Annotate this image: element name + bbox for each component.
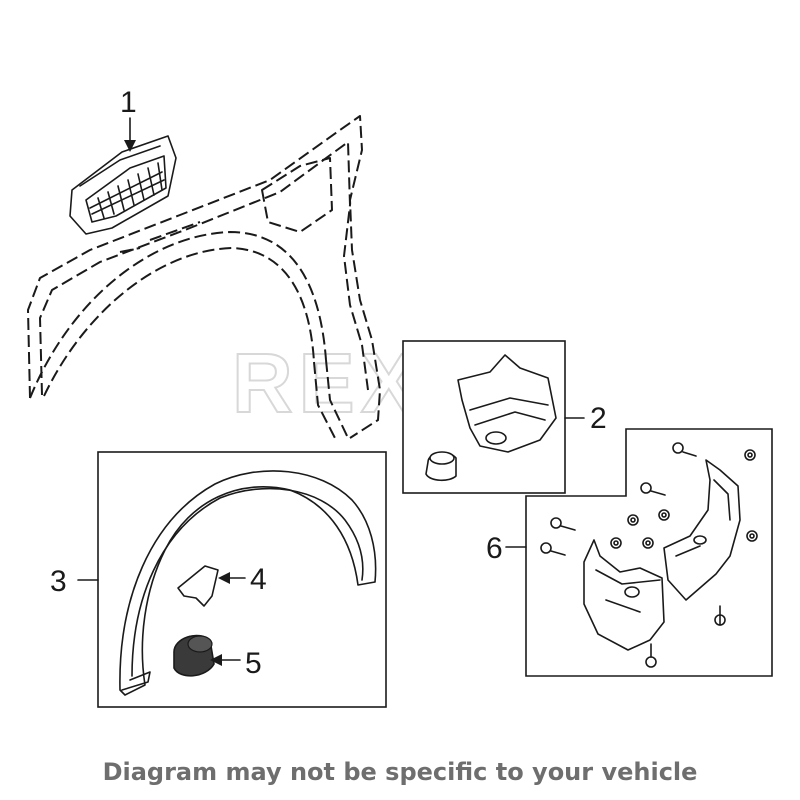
arrow-head-5 bbox=[210, 654, 222, 666]
fender-outline bbox=[27, 115, 381, 441]
arrow-head-4 bbox=[218, 572, 230, 584]
arrow-head-1 bbox=[124, 140, 136, 152]
mud-flap-left-part-6 bbox=[583, 539, 665, 651]
mud-flap-right-part-6 bbox=[663, 459, 741, 601]
callout-5: 5 bbox=[245, 647, 262, 680]
clip-part-2 bbox=[425, 451, 457, 482]
fender-vent-part-1 bbox=[69, 135, 177, 235]
splash-shield-part-2 bbox=[457, 354, 557, 453]
callout-4: 4 bbox=[250, 563, 267, 596]
grommet-part-5 bbox=[173, 634, 215, 677]
fastener-set-part-6 bbox=[540, 442, 758, 668]
disclaimer-caption: Diagram may not be specific to your vehi… bbox=[102, 758, 698, 786]
callout-1: 1 bbox=[120, 86, 137, 119]
callout-3: 3 bbox=[50, 565, 67, 598]
wheel-arch-flare-part-3 bbox=[119, 470, 377, 696]
bracket-part-4 bbox=[177, 565, 219, 607]
callout-2: 2 bbox=[590, 402, 607, 435]
callout-6: 6 bbox=[486, 532, 503, 565]
